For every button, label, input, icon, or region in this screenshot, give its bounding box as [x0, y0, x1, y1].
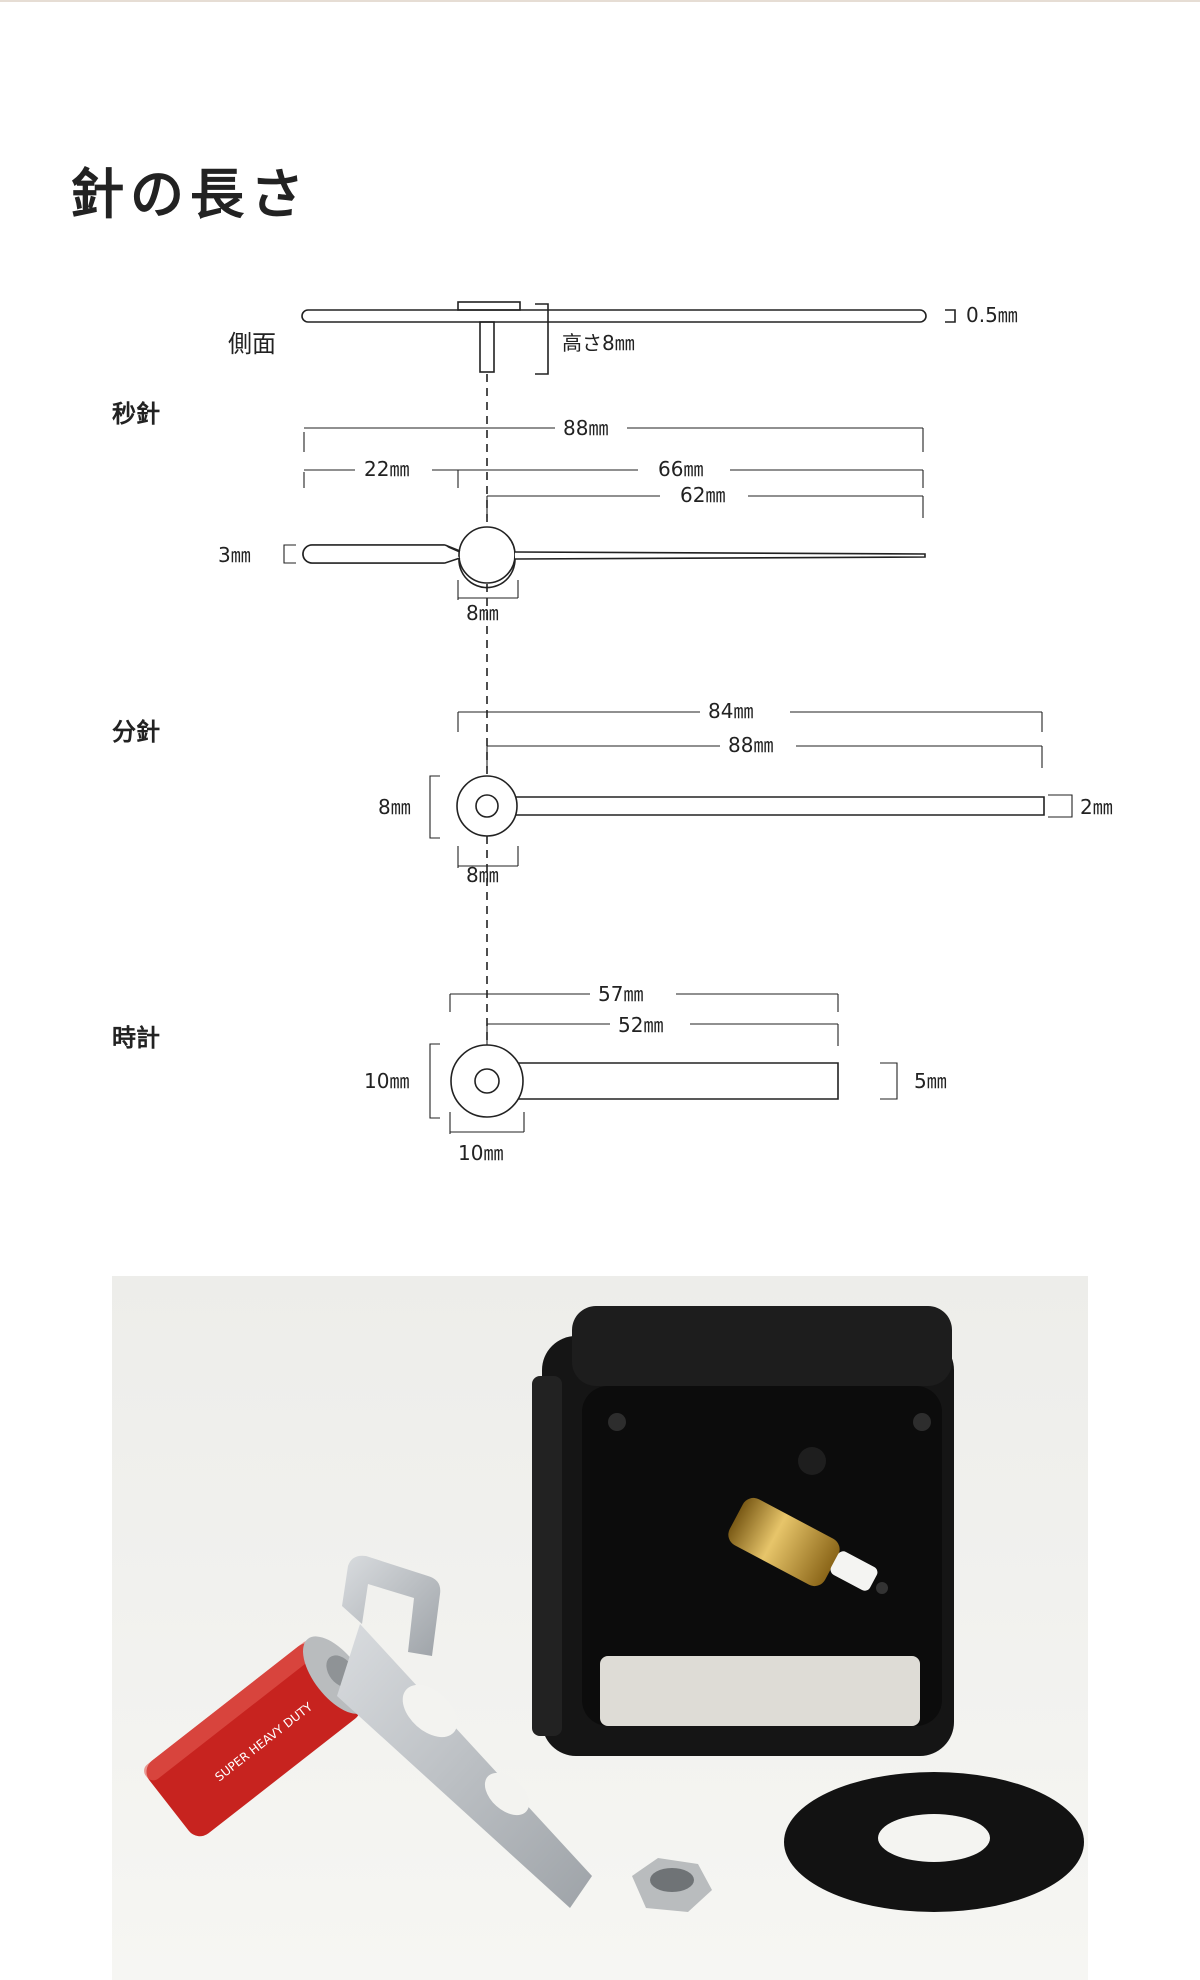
hour-hand-arm-width: 5㎜: [914, 1069, 947, 1093]
rubber-washer: [784, 1772, 1084, 1912]
side-view-thickness-label: 0.5㎜: [966, 303, 1018, 327]
top-divider: [0, 0, 1200, 2]
brass-shaft: [728, 1497, 840, 1587]
second-hand-title: 秒針: [112, 400, 160, 428]
second-hand-tail-length: 22㎜: [364, 457, 409, 481]
minute-hand-hub-width: 8㎜: [466, 863, 499, 887]
hour-hand-hole: [474, 1068, 500, 1094]
side-view-pin: [479, 321, 495, 373]
minute-hand-pointer: [508, 796, 1045, 816]
minute-hand-center-to-tip: 84㎜: [708, 699, 753, 723]
minute-hand-hole: [475, 794, 499, 818]
second-hand-tail: [302, 544, 461, 564]
hour-hand-center-to-tip: 52㎜: [618, 1013, 663, 1037]
side-view-label: 側面: [228, 330, 276, 358]
minute-hand-total-length: 88㎜: [728, 733, 773, 757]
minute-hand-arm-width: 2㎜: [1080, 795, 1113, 819]
aa-battery: SUPER HEAVY DUTY: [144, 1636, 370, 1837]
hour-hand-dimensions: [429, 993, 898, 1134]
side-view-hub: [457, 301, 521, 311]
second-hand-hub: [458, 526, 516, 584]
second-hand-dimensions: [283, 427, 924, 600]
second-hand-front-length: 66㎜: [658, 457, 703, 481]
hex-nut: [632, 1858, 712, 1912]
hour-hand-title: 時計: [112, 1024, 160, 1052]
minute-hand-title: 分針: [112, 718, 160, 746]
hour-hand-hub-height: 10㎜: [364, 1069, 409, 1093]
second-hand-tail-width: 3㎜: [218, 543, 251, 567]
side-view-height-bracket: [535, 303, 549, 375]
hand-length-diagram: 側面 高さ8㎜ 0.5㎜ 秒針 88㎜ 22㎜ 66㎜ 62㎜ 3㎜ 8㎜ 分針…: [112, 301, 1113, 1165]
side-view-thickness-bracket: [945, 309, 956, 323]
second-hand-center-to-tip: 62㎜: [680, 483, 725, 507]
hour-hand-hub-width: 10㎜: [458, 1141, 503, 1165]
clock-movement: [532, 1306, 954, 1756]
side-view-hand-plate: [301, 309, 927, 323]
side-view-height-label: 高さ8㎜: [562, 331, 635, 355]
minute-hand-hub: [456, 775, 518, 837]
hour-hand-total-length: 57㎜: [598, 982, 643, 1006]
hanger-bracket: [337, 1555, 592, 1908]
minute-hand-dimensions: [429, 711, 1073, 868]
page-title: 針の長さ: [70, 163, 310, 226]
hour-hand-pointer: [508, 1062, 839, 1100]
hour-hand-hub: [450, 1044, 524, 1118]
clock-movement-photo: SUPER HEAVY DUTY: [112, 1276, 1088, 1980]
second-hand-total-length: 88㎜: [563, 416, 608, 440]
second-hand-hub-diameter: 8㎜: [466, 601, 499, 625]
second-hand-pointer: [514, 551, 926, 560]
minute-hand-hub-height: 8㎜: [378, 795, 411, 819]
